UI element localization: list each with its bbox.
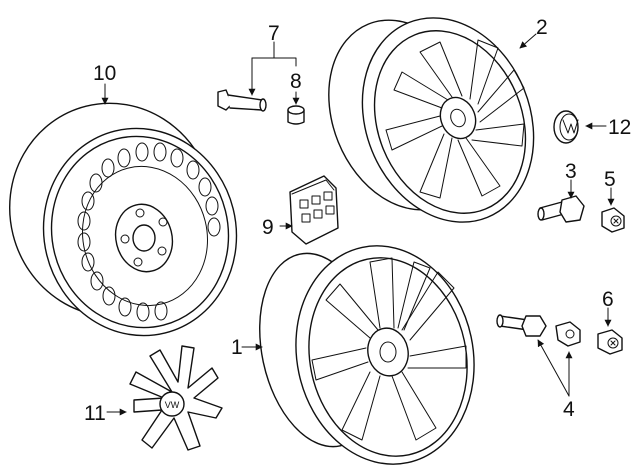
callouts: 1 2 3 4 5 6 7 8 9 10 11 12 bbox=[84, 16, 631, 425]
wheel-nut-lower bbox=[555, 321, 581, 347]
callout-3: 3 bbox=[565, 160, 577, 183]
callout-8: 8 bbox=[290, 70, 302, 93]
ventilation-holes bbox=[77, 142, 221, 322]
callout-1: 1 bbox=[231, 336, 243, 359]
callout-6: 6 bbox=[602, 288, 614, 311]
lock-nut-5 bbox=[601, 207, 625, 233]
lock-nut-6 bbox=[597, 329, 623, 355]
hub-cover: VW bbox=[129, 345, 223, 451]
spokes-lower bbox=[311, 257, 467, 441]
emblem-text: VW bbox=[165, 400, 180, 410]
callout-11: 11 bbox=[84, 402, 106, 425]
callout-4: 4 bbox=[563, 398, 575, 421]
alloy-wheel-upper bbox=[328, 17, 535, 223]
callout-7: 7 bbox=[268, 22, 280, 45]
callout-12: 12 bbox=[608, 116, 631, 139]
center-cap bbox=[553, 110, 579, 144]
spokes-upper bbox=[385, 39, 525, 199]
callout-2: 2 bbox=[536, 16, 548, 39]
wheel-bolt-upper bbox=[537, 195, 585, 223]
steel-wheel bbox=[9, 102, 238, 337]
valve-stem bbox=[217, 89, 267, 112]
callout-9: 9 bbox=[262, 216, 274, 239]
alloy-wheel-lower bbox=[259, 245, 475, 465]
wheel-bolt-lower bbox=[496, 314, 547, 337]
wheel-weights bbox=[289, 175, 339, 245]
leader-lines bbox=[101, 33, 615, 416]
callout-5: 5 bbox=[604, 168, 616, 191]
valve-cap bbox=[287, 105, 305, 125]
callout-10: 10 bbox=[93, 62, 116, 85]
